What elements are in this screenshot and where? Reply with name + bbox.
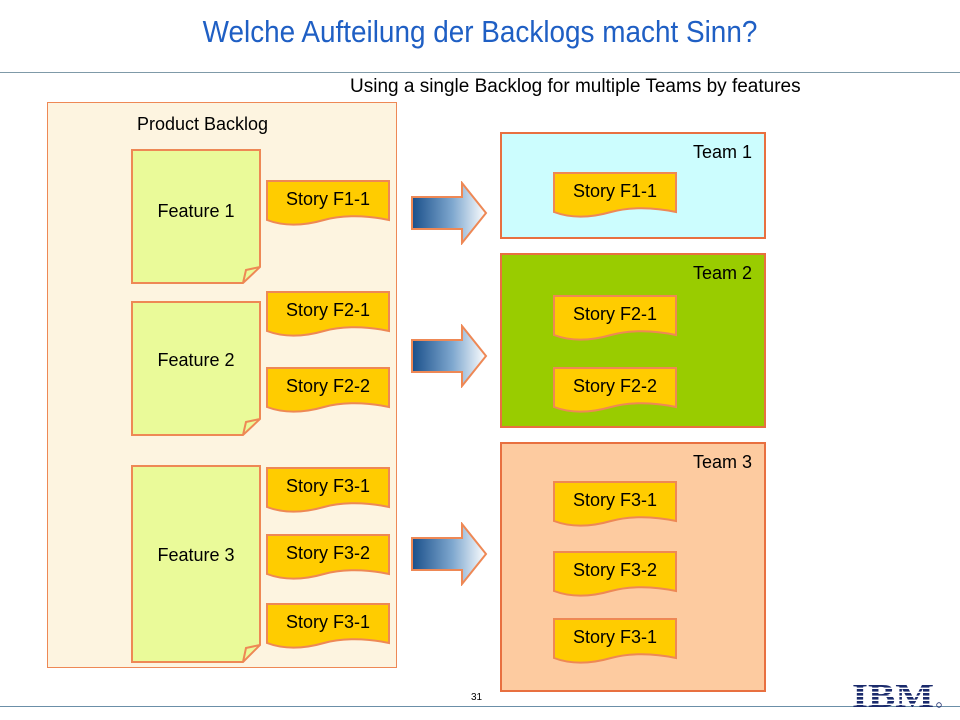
story-label: Story F3-1 <box>572 627 658 647</box>
feature-note-shape <box>131 149 261 284</box>
backlog-story-f3-2: Story F3-2 <box>266 534 390 580</box>
team-label: Team 3 <box>692 452 752 472</box>
page-title: Welche Aufteilung der Backlogs macht Sin… <box>202 14 758 49</box>
backlog-story-f1-1: Story F1-1 <box>266 180 390 226</box>
story-label: Story F3-2 <box>572 560 658 580</box>
feature-1-note: Feature 1 <box>131 149 261 284</box>
backlog-story-f3-1b: Story F3-1 <box>266 603 390 649</box>
team-2-story-f2-2: Story F2-2 <box>553 367 677 413</box>
backlog-story-f2-1: Story F2-1 <box>266 291 390 337</box>
team-3-story-f3-1: Story F3-1 <box>553 481 677 527</box>
story-label: Story F3-1 <box>285 476 371 496</box>
story-label: Story F2-1 <box>285 300 371 320</box>
story-label: Story F1-1 <box>572 181 658 201</box>
story-label: Story F2-2 <box>572 376 658 396</box>
feature-note-shape <box>131 465 261 663</box>
team-label: Team 2 <box>692 263 752 283</box>
feature-label: Feature 3 <box>157 545 235 565</box>
svg-text:IBM: IBM <box>852 678 934 713</box>
feature-label: Feature 2 <box>157 350 235 370</box>
team-2-story-f2-1: Story F2-1 <box>553 295 677 341</box>
right-arrow-icon <box>411 181 488 245</box>
feature-label: Feature 1 <box>157 201 235 221</box>
subtitle: Using a single Backlog for multiple Team… <box>350 76 801 97</box>
backlog-story-f3-1: Story F3-1 <box>266 467 390 513</box>
right-arrow-icon <box>411 522 488 586</box>
product-backlog-label: Product Backlog <box>137 114 269 134</box>
ibm-logo-icon: IBM <box>852 678 942 713</box>
footer-divider <box>0 706 960 707</box>
backlog-story-f2-2: Story F2-2 <box>266 367 390 413</box>
story-label: Story F3-1 <box>572 490 658 510</box>
feature-2-note: Feature 2 <box>131 301 261 436</box>
team-3-story-f3-2: Story F3-2 <box>553 551 677 597</box>
story-label: Story F3-1 <box>285 612 371 632</box>
story-label: Story F2-2 <box>285 376 371 396</box>
feature-3-note: Feature 3 <box>131 465 261 663</box>
feature-note-shape <box>131 301 261 436</box>
team-1-story-f1-1: Story F1-1 <box>553 172 677 218</box>
right-arrow-icon <box>411 324 488 388</box>
title-divider <box>0 72 960 73</box>
page-number: 31 <box>471 692 483 703</box>
team-label: Team 1 <box>692 142 752 162</box>
story-label: Story F1-1 <box>285 189 371 209</box>
team-3-story-f3-1b: Story F3-1 <box>553 618 677 664</box>
story-label: Story F3-2 <box>285 543 371 563</box>
story-label: Story F2-1 <box>572 304 658 324</box>
